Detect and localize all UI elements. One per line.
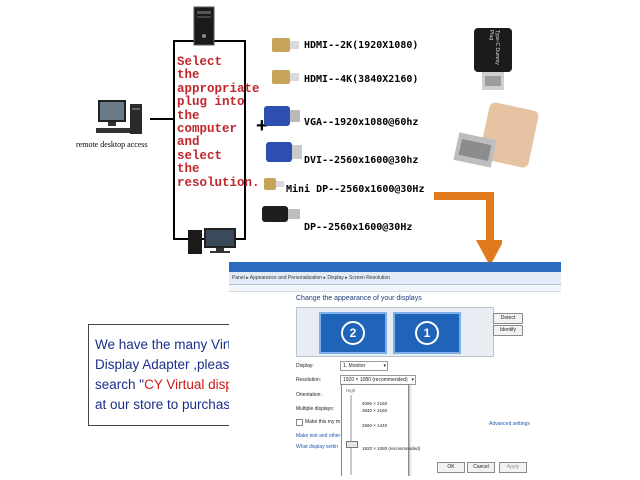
black-adapter-photo	[474, 28, 512, 90]
connector-line	[173, 40, 175, 240]
adapter-label-hdmi-4k: HDMI--4K(3840X2160)	[304, 74, 419, 85]
connector-line	[150, 118, 175, 120]
high-label: High	[346, 388, 356, 393]
monitor-preview-area: 2 1	[296, 307, 494, 357]
screen-resolution-window: Panel ▸ Appearance and Personalization ▸…	[229, 262, 561, 476]
adapter-label-mini-dp: Mini DP--2560x1600@30Hz	[286, 184, 425, 195]
display-select[interactable]: 1. Monitor▾	[340, 361, 388, 371]
text-size-link[interactable]: Make text and other	[296, 433, 341, 439]
dvi-plug-icon	[266, 142, 302, 162]
resolution-slider-handle[interactable]	[346, 441, 358, 448]
desktop-computer-icon	[96, 100, 142, 134]
promo-line: Display Adapter ,please	[95, 357, 237, 372]
resolution-option[interactable]: 1920 × 1080 (recommended)	[362, 446, 421, 451]
resolution-label: Resolution:	[296, 377, 322, 383]
menu-bar	[229, 285, 561, 292]
pc-tower-icon	[193, 6, 215, 46]
advanced-settings-link[interactable]: Advanced settings	[489, 421, 530, 427]
hdmi-plug-icon	[272, 70, 299, 84]
display-label: Display:	[296, 363, 314, 369]
vga-plug-icon	[264, 106, 300, 126]
adapter-label-hdmi-2k: HDMI--2K(1920X1080)	[304, 40, 419, 51]
remote-desktop-label: remote desktop access	[76, 140, 148, 149]
promo-line: search "CY Virtual display"	[95, 377, 255, 392]
pc-monitor-icon	[188, 228, 236, 254]
apply-button[interactable]: Apply	[499, 462, 527, 473]
adapter-engraving-text: Type-C Dummy Plug	[488, 30, 500, 65]
breadcrumb[interactable]: Panel ▸ Appearance and Personalization ▸…	[229, 272, 561, 285]
adapter-label-vga: VGA--1920x1080@60hz	[304, 117, 419, 128]
adapter-label-dvi: DVI--2560x1600@30hz	[304, 155, 419, 166]
chevron-down-icon: ▾	[411, 377, 414, 383]
make-main-label: Make this my m	[305, 419, 341, 425]
instruction-text: Select the appropriate plug into the com…	[177, 55, 260, 190]
resolution-popup[interactable]: High 4096 × 2160 3840 × 2160 2560 × 1440…	[341, 384, 420, 476]
mini-dp-plug-icon	[264, 178, 284, 190]
hdmi-plug-icon	[272, 38, 299, 52]
resolution-option[interactable]: 3840 × 2160	[362, 408, 388, 413]
page-title: Change the appearance of your displays	[296, 295, 422, 302]
promo-line: at our store to purchase it.	[95, 397, 252, 412]
orientation-label: Orientation:	[296, 392, 322, 398]
store-search-term: CY Virtual display	[144, 377, 251, 392]
resolution-slider-track[interactable]	[350, 395, 352, 475]
monitor-1-tile[interactable]: 1	[393, 312, 461, 354]
gold-adapter-photo	[453, 102, 539, 168]
promo-line: We have the many Virtual	[95, 337, 250, 352]
identify-button[interactable]: Identify	[493, 325, 523, 336]
ok-button[interactable]: OK	[437, 462, 465, 473]
resolution-option[interactable]: 4096 × 2160	[362, 401, 388, 406]
detect-button[interactable]: Detect	[493, 313, 523, 324]
chevron-down-icon: ▾	[383, 363, 386, 369]
adapter-label-dp: DP--2560x1600@30Hz	[304, 222, 413, 233]
cancel-button[interactable]: Cancel	[467, 462, 495, 473]
plus-sign: +	[256, 115, 268, 137]
dp-plug-icon	[262, 206, 300, 222]
promo-box: We have the many Virtual Display Adapter…	[88, 324, 274, 426]
monitor-number: 2	[341, 321, 365, 345]
display-settings-link[interactable]: What display settin	[296, 444, 338, 450]
monitor-2-tile[interactable]: 2	[319, 312, 387, 354]
orange-arrow-icon	[434, 192, 502, 266]
multiple-displays-label: Multiple displays:	[296, 406, 335, 412]
monitor-number: 1	[415, 321, 439, 345]
window-titlebar	[229, 262, 561, 272]
make-main-checkbox[interactable]	[296, 419, 303, 426]
resolution-option[interactable]: 2560 × 1440	[362, 423, 388, 428]
connector-line	[244, 40, 246, 240]
